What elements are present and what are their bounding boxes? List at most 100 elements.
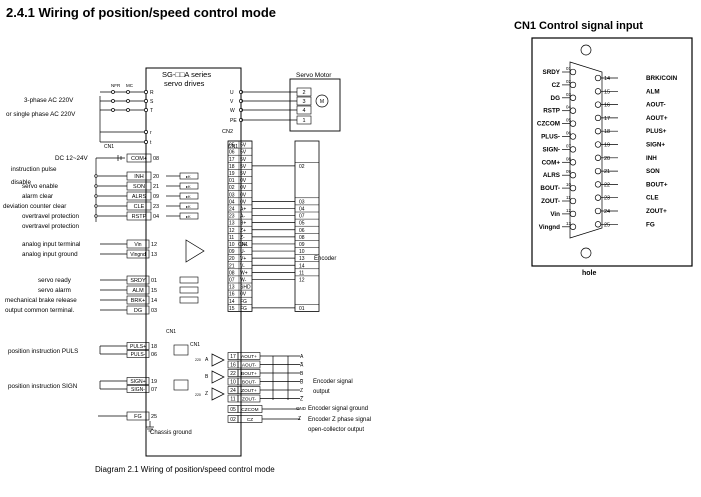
cn1-left-pin <box>569 146 577 153</box>
motor-pin-num: 2 <box>302 90 305 96</box>
cn1-right-pin <box>594 181 602 188</box>
encoder-pin: 09 <box>299 242 305 248</box>
motor-pin-label: PE <box>230 118 237 124</box>
optocoupler-symbol: ▸K <box>186 184 191 189</box>
output-pin: 15 <box>151 288 157 294</box>
encoder-cz-pin: 02 <box>230 417 236 423</box>
cn1-right-pin <box>594 221 602 228</box>
servo-motor-box <box>289 78 341 132</box>
analog-pin: 13 <box>151 252 157 258</box>
cn1-left-pin <box>569 197 577 205</box>
drive-box <box>145 67 242 457</box>
line-driver-label: A <box>205 357 209 363</box>
cn1-left-signal: DG <box>551 95 561 102</box>
cn1-label-left: CN1 <box>104 144 114 150</box>
optocoupler-symbol: ▸K <box>186 204 191 209</box>
cn2-signal: 0V <box>240 199 247 205</box>
cn1-left-signal: ALRS <box>543 172 560 179</box>
signal-box <box>126 191 152 201</box>
cn1-right-pin-label: 20 <box>604 156 610 162</box>
pulse-pin: 18 <box>151 344 157 350</box>
pulse-label: position instruction PULS <box>8 348 78 355</box>
encoder-z-label: Encoder Z phase signal <box>308 417 371 423</box>
cn2-pin: 13 <box>229 285 235 291</box>
output-label: servo ready <box>38 277 72 284</box>
motor-symbol <box>315 94 329 108</box>
cn2-pin: 18 <box>229 164 235 170</box>
cn1-left-pin-label: 08 <box>566 156 572 161</box>
optocoupler <box>179 192 199 200</box>
cn2-pin: 21 <box>229 263 235 269</box>
encoder-pin: 04 <box>299 207 305 213</box>
power-pin-label: t <box>150 140 152 146</box>
output-signal: ALM <box>132 288 144 294</box>
cn1-left-signal: SRDY <box>543 69 561 76</box>
signal-box <box>126 411 150 421</box>
input-signal: CLE <box>134 204 145 210</box>
output-optocoupler <box>179 276 199 284</box>
power-terminal <box>144 108 148 112</box>
power-label: or single phase AC 220V <box>6 111 76 118</box>
cn1-left-pin <box>569 81 577 89</box>
encoder-out-signal: BOUT- <box>242 380 257 385</box>
cn2-signal: 5V <box>240 164 247 170</box>
cn2-signal: SHD <box>240 285 251 291</box>
encoder-output-label: Encoder signal <box>313 379 353 385</box>
cn1-left-signal: RSTP <box>543 108 560 115</box>
cn1-left-signal: COM+ <box>542 159 561 166</box>
cn1-right-pin-label: 14 <box>604 76 610 82</box>
input-label: deviation counter clear <box>3 203 66 210</box>
optocoupler <box>179 172 199 180</box>
motor-pin-num: 3 <box>302 99 305 105</box>
cn2-signal: W+ <box>240 270 248 276</box>
output-optocoupler <box>179 296 199 304</box>
cn1-right-pin-label: 25 <box>604 222 610 228</box>
cn1-left-pin <box>569 210 577 218</box>
output-label: mechanical brake release <box>5 297 77 304</box>
output-pin: 01 <box>151 278 157 284</box>
mc-label: MC <box>126 83 134 88</box>
cn1-right-pin-label: 15 <box>604 89 610 95</box>
optocoupler <box>179 202 199 210</box>
encoder-out-pin: 22 <box>230 371 236 377</box>
mounting-hole-top <box>580 44 592 56</box>
fg-signal: FG <box>134 414 142 420</box>
cn1-left-pin-label: 04 <box>566 105 572 110</box>
cn1-right-pin-label: 21 <box>604 169 610 175</box>
cn1-left-pin-label: 06 <box>566 131 572 136</box>
encoder-ground-label: Encoder signal ground <box>308 406 368 412</box>
analog-signal: Vingnd <box>130 252 146 258</box>
cn2-signal: Z+ <box>240 228 246 234</box>
cn1-left-signal: PLUS- <box>541 134 560 141</box>
cn1-left-signal: ZOUT- <box>541 198 560 205</box>
motor-pin-box <box>296 115 312 125</box>
motor-pin-box <box>296 87 312 97</box>
input-pin: 21 <box>153 184 159 190</box>
signal-box <box>126 295 150 305</box>
pulse-signal: PULS+ <box>130 344 146 350</box>
pulse-label: position instruction SIGN <box>8 383 78 390</box>
signal-box <box>126 249 150 259</box>
input-switch <box>94 174 98 178</box>
analog-amplifier <box>185 239 205 263</box>
cn1-right-signal: PLUS+ <box>646 128 667 135</box>
cn1-left-pin-label: 10 <box>566 182 572 187</box>
cn1-left-pin-label: 01 <box>566 66 572 71</box>
pulse-optocoupler <box>173 379 189 391</box>
encoder-out-channel: A <box>300 354 304 360</box>
encoder-pin: 01 <box>299 306 305 312</box>
input-switch <box>94 214 98 218</box>
encoder-pin: 12 <box>299 278 305 284</box>
cn2-pin: 04 <box>229 199 235 205</box>
power-terminal <box>144 140 148 144</box>
encoder-out-signal: ZOUT+ <box>241 388 257 393</box>
cn1-panel-box <box>531 37 693 267</box>
encoder-out-pin: 10 <box>230 380 236 386</box>
optocoupler <box>179 182 199 190</box>
signal-box <box>126 377 150 385</box>
motor-symbol-label: M <box>320 99 324 105</box>
cn1-left-signal: CZCOM <box>537 121 560 128</box>
cn2-pin: 15 <box>229 306 235 312</box>
optocoupler-symbol: ▸K <box>186 194 191 199</box>
com-pin: 08 <box>153 156 159 162</box>
